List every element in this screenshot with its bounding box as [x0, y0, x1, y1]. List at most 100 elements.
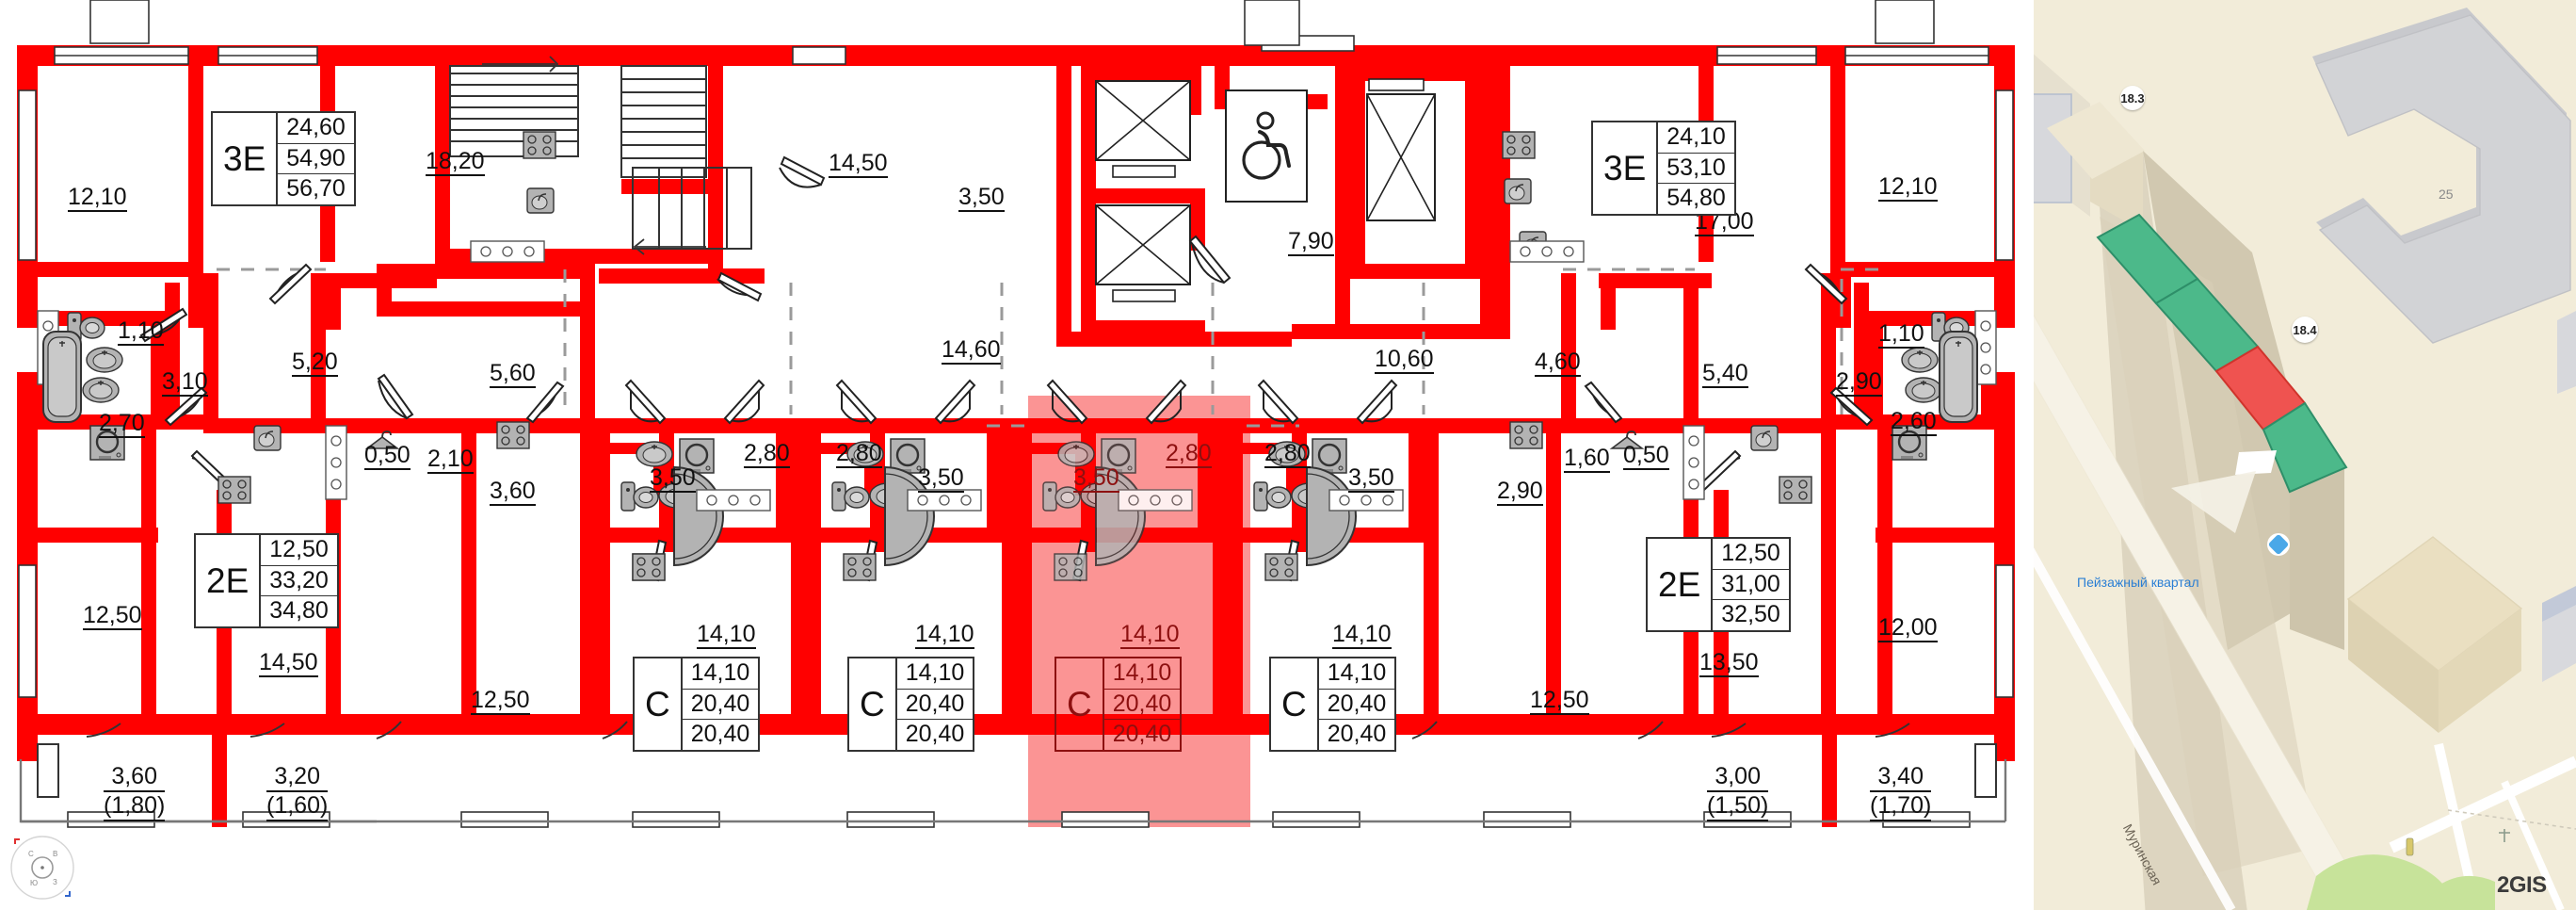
- room-dimension: 2,80: [744, 441, 790, 469]
- room-dimension: 3,50: [958, 185, 1005, 213]
- map-provider-logo[interactable]: 2GIS: [2497, 872, 2547, 898]
- apartment-area-value: 14,10: [1318, 658, 1395, 690]
- room-dimension: 2,60: [1891, 409, 1937, 437]
- apartment-area-value: 12,50: [1713, 539, 1789, 570]
- room-dimension: 14,50: [259, 650, 318, 678]
- balcony-coefficient: (1,80): [104, 792, 166, 821]
- balcony-area: 3,60: [104, 763, 166, 792]
- apartment-area-value: 32,50: [1721, 601, 1780, 627]
- room-dimension: 10,60: [1375, 347, 1434, 375]
- apartment-area-value: 54,90: [278, 144, 354, 174]
- room-dimension: 14,50: [829, 151, 888, 179]
- room-dimension: 2,90: [1836, 369, 1882, 398]
- room-dimension: 5,20: [292, 349, 338, 378]
- wheelchair-accessible-icon: [1225, 89, 1308, 203]
- room-dimension: 3,50: [918, 465, 964, 494]
- balcony-area: 3,00: [1707, 763, 1769, 792]
- apartment-area-value: 20,40: [1103, 690, 1181, 720]
- room-dimension: 5,60: [490, 361, 536, 389]
- unit-boundary-dashes: [217, 268, 1883, 428]
- apartment-area-value: 14,10: [682, 658, 759, 690]
- room-dimension: 2,80: [836, 441, 882, 469]
- apartment-type-label: 3Е: [223, 138, 266, 178]
- room-dimension: 3,10: [162, 369, 208, 398]
- room-dimension: 3,50: [1073, 465, 1119, 494]
- room-dimension: 2,10: [427, 447, 474, 475]
- apartment-area-value: 53,10: [1658, 154, 1734, 184]
- apartment-area-value: 54,80: [1666, 185, 1726, 211]
- apartment-area-value: 20,40: [896, 690, 974, 720]
- room-dimension: 0,50: [1623, 443, 1669, 471]
- room-dimension: 2,90: [1497, 479, 1543, 507]
- room-dimension: 12,10: [1878, 174, 1938, 203]
- room-dimension: 7,90: [1288, 229, 1334, 257]
- apartment-type-label: 2Е: [1658, 564, 1701, 604]
- svg-text:В: В: [53, 850, 57, 858]
- room-dimension: 14,10: [1332, 622, 1392, 650]
- apartment-type-label: С: [645, 684, 670, 723]
- room-dimension: 18,20: [426, 149, 485, 177]
- apartment-type-label: С: [860, 684, 885, 723]
- svg-text:С: С: [28, 850, 34, 858]
- room-dimension: 14,10: [697, 622, 756, 650]
- doors: [139, 155, 1874, 582]
- apartment-type-label: С: [1281, 684, 1307, 723]
- balcony-doors: [37, 721, 1997, 798]
- balcony-area-label: 3,00(1,50): [1707, 763, 1769, 821]
- apartment-area-value: 56,70: [286, 175, 346, 202]
- windows: [18, 0, 2014, 828]
- apartment-area-value: 31,00: [1713, 570, 1789, 600]
- room-dimension: 14,10: [1120, 622, 1180, 650]
- room-dimension: 2,70: [99, 411, 145, 439]
- room-dimension: 3,60: [490, 479, 536, 507]
- apartment-area-value: 34,80: [269, 597, 329, 624]
- room-dimension: 2,80: [1166, 441, 1212, 469]
- room-dimension: 4,60: [1535, 349, 1581, 378]
- map-poi-label[interactable]: Пейзажный квартал: [2077, 575, 2199, 590]
- room-dimension: 12,10: [68, 185, 127, 213]
- balcony-area-label: 3,60(1,80): [104, 763, 166, 821]
- room-dimension: 0,50: [364, 443, 411, 471]
- room-dimension: 12,50: [1530, 688, 1589, 716]
- balcony-area-label: 3,40(1,70): [1870, 763, 1932, 821]
- apartment-area-value: 20,40: [690, 721, 750, 747]
- map-building-number: 25: [2439, 187, 2454, 202]
- stairs: [449, 56, 752, 255]
- elevators: [1095, 78, 1436, 302]
- map-panel[interactable]: 18.3 18.4 Пейзажный квартал 25 Муринская…: [2034, 0, 2576, 910]
- balcony-coefficient: (1,60): [266, 792, 329, 821]
- room-dimension: 14,10: [915, 622, 974, 650]
- map-marker-18-4[interactable]: 18.4: [2292, 317, 2318, 343]
- room-dimension: 12,00: [1878, 615, 1938, 643]
- balcony-area: 3,20: [266, 763, 329, 792]
- apartment-type-label: 2Е: [206, 561, 250, 600]
- apartment-area-value: 20,40: [905, 721, 965, 747]
- room-dimension: 13,50: [1699, 650, 1759, 678]
- balcony-area: 3,40: [1870, 763, 1932, 792]
- room-dimension: 1,10: [1878, 321, 1924, 349]
- balcony-area-label: 3,20(1,60): [266, 763, 329, 821]
- room-dimension: 12,50: [83, 603, 142, 631]
- apartment-area-value: 24,10: [1658, 122, 1734, 154]
- room-dimension: 1,60: [1564, 446, 1610, 474]
- apartment-area-value: 20,40: [682, 690, 759, 720]
- map-marker-18-3[interactable]: 18.3: [2120, 86, 2145, 110]
